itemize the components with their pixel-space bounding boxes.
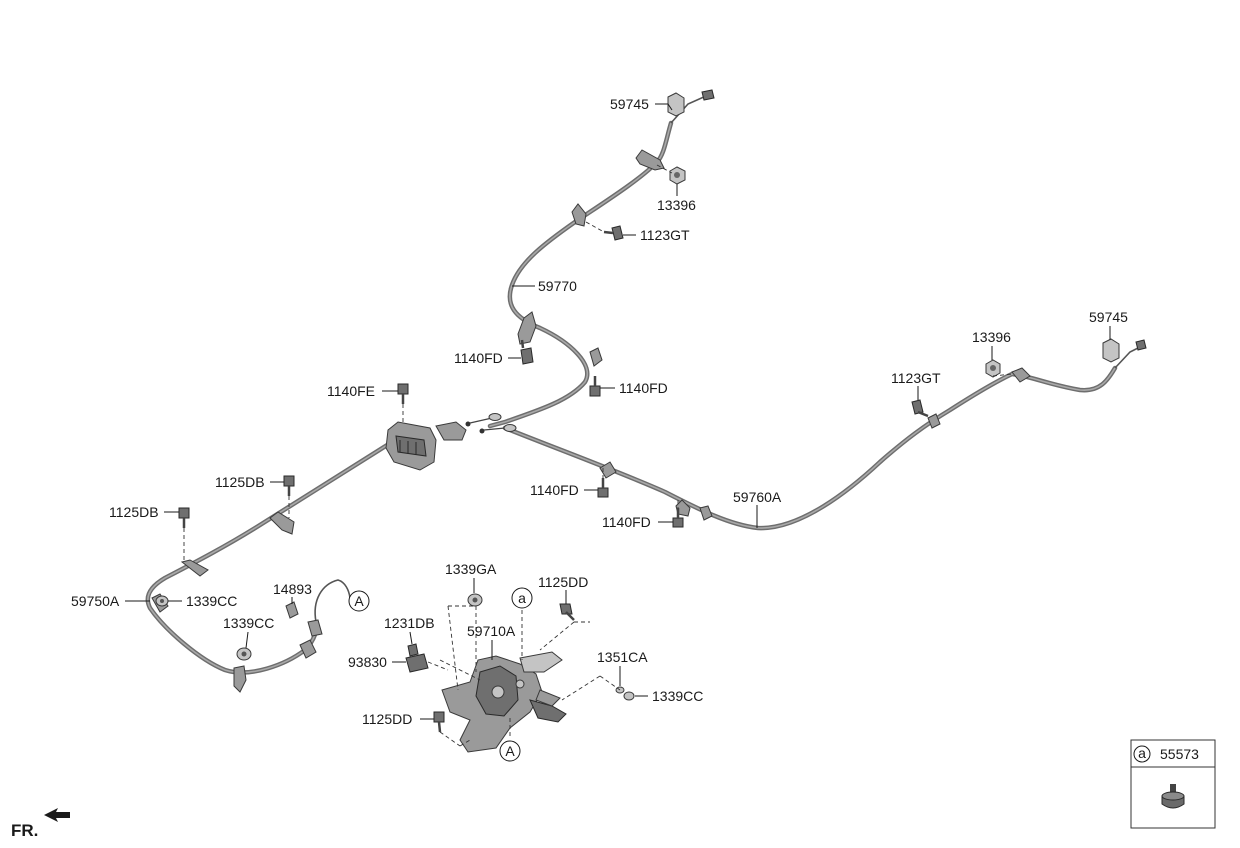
assembly-dashed-lines	[183, 164, 1013, 747]
small-parts	[155, 593, 635, 701]
cable-59760A	[502, 345, 1143, 531]
bumper-stopper-part	[1161, 784, 1185, 809]
part-labels: 59745 13396 1123GT 59770 1140FD 1140FD 1…	[71, 96, 1128, 727]
label-1125DB-b: 1125DB	[109, 504, 159, 520]
label-59770: 59770	[538, 278, 577, 294]
label-1351CA: 1351CA	[597, 649, 648, 665]
label-1339GA: 1339GA	[445, 561, 497, 577]
cable-end-fittings	[465, 413, 517, 434]
label-1339CC-a: 1339CC	[186, 593, 237, 609]
label-1123GT-top: 1123GT	[640, 227, 690, 243]
label-1125DD-b: 1125DD	[362, 711, 412, 727]
front-arrow-icon	[44, 808, 70, 822]
legend-box-55573: a 55573	[1130, 739, 1216, 829]
front-label: FR.	[11, 821, 38, 840]
label-1140FD-a: 1140FD	[454, 350, 503, 366]
svg-text:a: a	[518, 590, 526, 606]
legend-part-number: 55573	[1160, 746, 1199, 762]
label-59750A: 59750A	[71, 593, 120, 609]
label-59745-right: 59745	[1089, 309, 1128, 325]
label-93830: 93830	[348, 654, 387, 670]
label-1140FD-c: 1140FD	[530, 482, 579, 498]
label-1231DB: 1231DB	[384, 615, 435, 631]
label-13396-right: 13396	[972, 329, 1011, 345]
legend-marker: a	[1138, 745, 1146, 761]
callout-A-lower: A	[499, 740, 521, 762]
label-59710A: 59710A	[467, 623, 516, 639]
label-1339CC-b: 1339CC	[223, 615, 274, 631]
label-1125DB-a: 1125DB	[215, 474, 265, 490]
callout-a-marker: a	[511, 587, 533, 609]
label-1339CC-c: 1339CC	[652, 688, 703, 704]
leader-lines	[125, 103, 1111, 720]
svg-text:A: A	[505, 743, 515, 759]
parking-brake-pedal-assembly	[441, 651, 567, 753]
cable-equalizer-bracket	[385, 421, 437, 471]
retainer-clip-59745-top	[667, 89, 715, 117]
label-59760A: 59760A	[733, 489, 782, 505]
svg-text:A: A	[354, 593, 364, 609]
cable-59770	[487, 95, 707, 429]
label-1140FD-b: 1140FD	[619, 380, 668, 396]
callout-A-upper: A	[348, 590, 370, 612]
label-1140FD-d: 1140FD	[602, 514, 651, 530]
legend-marker-circle	[1133, 745, 1151, 763]
label-59745-top: 59745	[610, 96, 649, 112]
front-direction-marker: FR.	[11, 808, 70, 840]
nut-13396-top	[669, 166, 686, 185]
label-13396-top: 13396	[657, 197, 696, 213]
label-1123GT-right: 1123GT	[891, 370, 941, 386]
bolts	[178, 225, 929, 733]
label-1140FE: 1140FE	[327, 383, 375, 399]
cable-brackets	[151, 149, 1031, 693]
label-1125DD-a: 1125DD	[538, 574, 588, 590]
label-14893: 14893	[273, 581, 312, 597]
nut-13396-right	[985, 359, 1001, 378]
retainer-clip-59745-right	[1102, 338, 1147, 363]
